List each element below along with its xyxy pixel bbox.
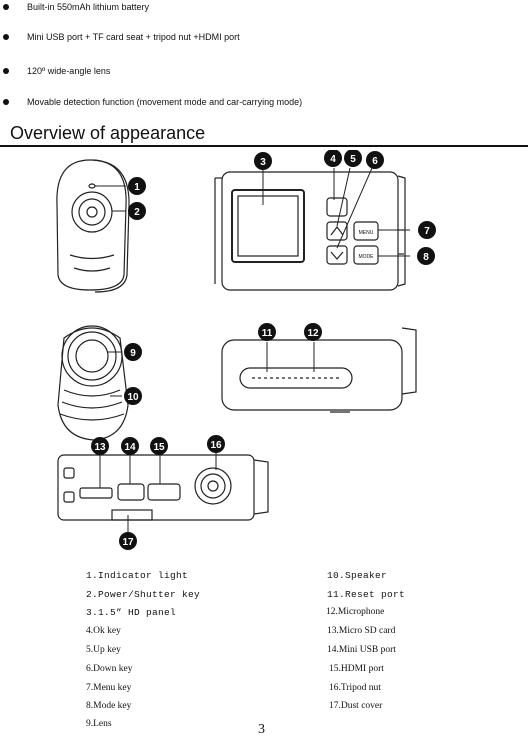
svg-text:7: 7 [424,226,430,237]
callout-2: 2 [128,202,146,220]
legend-item: 16.Tripod nut [329,683,381,693]
legend-item: 8.Mode key [86,701,132,711]
legend-item: 9.Lens [86,719,112,729]
legend-item: 1.Indicator light [86,570,189,581]
legend-item: 7.Menu key [86,683,132,693]
callout-13: 13 [91,437,109,455]
legend-item: 13.Micro SD card [327,626,396,636]
feature-text: 120º wide-angle lens [27,66,111,76]
svg-text:5: 5 [350,154,356,165]
svg-text:2: 2 [134,207,140,218]
legend-item: 5.Up key [86,645,121,655]
section-title: Overview of appearance [10,123,206,143]
svg-text:6: 6 [372,156,378,167]
callout-14: 14 [121,437,139,455]
camera-top-view [221,327,417,413]
callout-3: 3 [254,152,272,170]
callout-9: 9 [124,343,142,361]
camera-screen-view [214,171,406,291]
callout-11: 11 [258,323,276,341]
legend-item: 17.Dust cover [329,701,383,711]
bullet-icon [3,99,9,105]
callout-12: 12 [304,323,322,341]
callout-4: 4 [324,150,342,167]
callout-8: 8 [417,247,435,265]
svg-text:15: 15 [153,442,165,453]
legend-item: 11.Reset port [327,589,406,600]
feature-text: Built-in 550mAh lithium battery [27,2,150,12]
callout-5: 5 [344,150,362,167]
legend-item: 4.Ok key [86,626,121,636]
svg-text:13: 13 [94,442,106,453]
legend-item: 3.1.5” HD panel [86,607,177,618]
svg-text:14: 14 [124,442,136,453]
feature-text: Movable detection function (movement mod… [27,97,303,107]
camera-ports-view [57,454,269,521]
legend-item: 12.Microphone [326,607,385,617]
legend-item: 15.HDMI port [329,664,384,674]
camera-front-view [56,159,130,293]
svg-text:3: 3 [260,157,266,168]
legend-item: 14.Mini USB port [327,645,396,655]
callout-16: 16 [207,435,225,453]
callout-6: 6 [366,151,384,169]
feature-text: Mini USB port + TF card seat + tripod nu… [27,32,240,42]
legend-item: 6.Down key [86,664,133,674]
callout-10: 10 [124,387,142,405]
svg-text:10: 10 [127,392,139,403]
svg-text:8: 8 [423,252,429,263]
svg-text:11: 11 [262,328,273,339]
svg-text:12: 12 [307,328,319,339]
legend-item: 2.Power/Shutter key [86,589,201,600]
callout-15: 15 [150,437,168,455]
svg-text:1: 1 [134,182,140,193]
callout-7: 7 [418,221,436,239]
camera-lens-view [57,325,129,441]
camera-diagram: MENU MODE 1 2 3 4 5 6 7 8 9 10 11 12 13 … [56,150,436,550]
callout-17: 17 [119,532,137,550]
page-number: 3 [258,722,265,737]
svg-text:16: 16 [210,440,222,451]
mode-key-label: MODE [359,254,375,260]
svg-text:17: 17 [122,537,134,548]
svg-text:4: 4 [330,154,336,165]
bullet-icon [3,34,9,40]
svg-text:9: 9 [130,348,136,359]
bullet-icon [3,68,9,74]
menu-key-label: MENU [359,230,374,236]
callout-1: 1 [128,177,146,195]
bullet-icon [3,4,9,10]
legend-item: 10.Speaker [327,570,388,581]
section-divider [0,145,528,147]
